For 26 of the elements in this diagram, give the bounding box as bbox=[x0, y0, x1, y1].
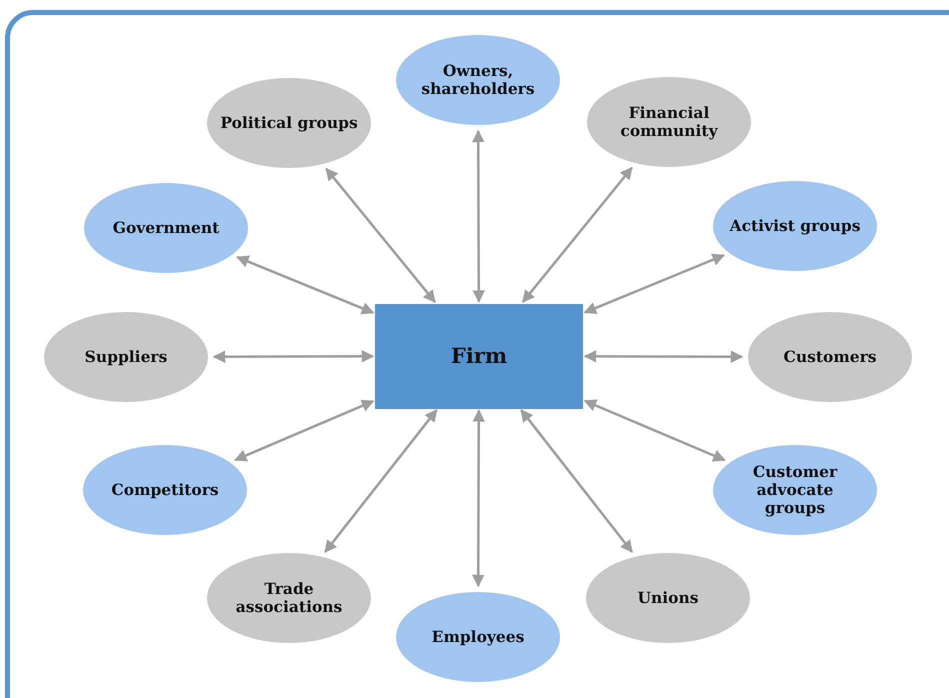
double-arrow bbox=[472, 409, 486, 588]
double-arrow bbox=[522, 166, 633, 303]
node-label: Government bbox=[112, 219, 220, 237]
double-arrow bbox=[236, 256, 374, 314]
node-label: Activist groups bbox=[730, 217, 860, 235]
node-label: Political groups bbox=[220, 114, 358, 132]
double-arrow bbox=[324, 409, 438, 553]
node-label: Firm bbox=[450, 344, 508, 368]
double-arrow bbox=[584, 350, 744, 363]
double-arrow bbox=[584, 400, 726, 462]
node-label: Competitors bbox=[111, 481, 219, 499]
node-label: Suppliers bbox=[84, 348, 168, 366]
node-label: Unions bbox=[637, 589, 698, 607]
double-arrow bbox=[472, 130, 485, 303]
node-label: Owners, shareholders bbox=[420, 62, 536, 98]
node-label: Financial community bbox=[619, 104, 719, 140]
double-arrow bbox=[325, 168, 436, 303]
node-label: Customer advocate groups bbox=[752, 463, 838, 517]
node-label: Trade associations bbox=[234, 580, 344, 616]
double-arrow bbox=[520, 409, 633, 553]
double-arrow bbox=[234, 400, 374, 462]
node-label: Customers bbox=[784, 348, 876, 366]
firm-box bbox=[375, 304, 583, 408]
double-arrow bbox=[584, 254, 725, 314]
node-label: Employees bbox=[432, 628, 524, 646]
double-arrow bbox=[212, 350, 374, 363]
